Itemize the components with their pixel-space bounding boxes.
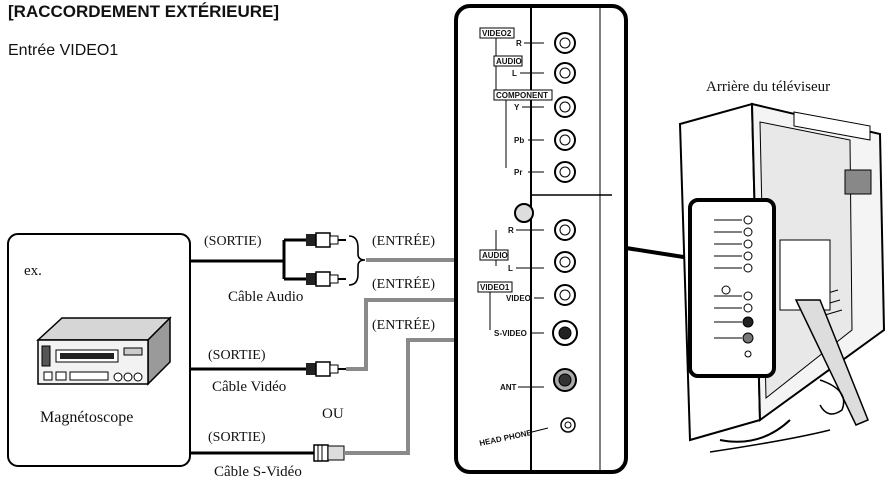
entree-label-svideo: (ENTRÉE) bbox=[372, 316, 435, 333]
example-label: ex. bbox=[24, 263, 42, 279]
entree-label-video: (ENTRÉE) bbox=[372, 275, 435, 292]
sortie-label-svideo: (SORTIE) bbox=[208, 430, 266, 445]
video-cable-label: Câble Vidéo bbox=[212, 379, 286, 395]
panel-l-label-2: L bbox=[508, 264, 513, 273]
vcr-icon bbox=[36, 316, 172, 386]
panel-pb-label: Pb bbox=[514, 136, 524, 145]
device-name: Magnétoscope bbox=[40, 409, 133, 426]
video-plug bbox=[306, 361, 346, 377]
svideo-cable-label: Câble S-Vidéo bbox=[214, 464, 302, 477]
tv-back-label: Arrière du téléviseur bbox=[706, 79, 830, 95]
panel-l-label-1: L bbox=[512, 69, 517, 78]
sortie-label-audio: (SORTIE) bbox=[204, 234, 262, 249]
panel-jacks bbox=[514, 32, 578, 433]
panel-video1-label: VIDEO1 bbox=[480, 283, 510, 292]
audio-plug-r bbox=[306, 232, 346, 248]
panel-audio-label-1: AUDIO bbox=[496, 57, 522, 66]
signal-arrows bbox=[344, 256, 464, 455]
panel-svideo-label: S-VIDEO bbox=[494, 329, 527, 338]
sortie-label-video: (SORTIE) bbox=[208, 348, 266, 363]
page-subtitle: Entrée VIDEO1 bbox=[8, 42, 119, 59]
panel-audio-label-2: AUDIO bbox=[482, 251, 508, 260]
vcr-device: ex. Magnétoscope bbox=[7, 233, 191, 467]
zoom-connector-line bbox=[625, 246, 691, 260]
panel-r-label-2: R bbox=[508, 226, 514, 235]
panel-video2-label: VIDEO2 bbox=[482, 29, 512, 38]
panel-r-label-1: R bbox=[516, 39, 522, 48]
connector-panel: VIDEO2 R AUDIO L COMPONENT Y Pb Pr R bbox=[454, 4, 628, 474]
audio-brace bbox=[348, 235, 366, 286]
audio-cable-lines bbox=[190, 238, 306, 281]
panel-component-label: COMPONENT bbox=[496, 91, 548, 100]
or-label: OU bbox=[322, 406, 344, 422]
audio-plug-l bbox=[306, 271, 346, 287]
panel-frame bbox=[454, 4, 628, 474]
panel-ant-label: ANT bbox=[500, 383, 517, 392]
audio-cable-label: Câble Audio bbox=[228, 289, 303, 305]
panel-y-label: Y bbox=[514, 103, 520, 112]
page-title: [RACCORDEMENT EXTÉRIEURE] bbox=[8, 2, 280, 21]
entree-label-audio: (ENTRÉE) bbox=[372, 232, 435, 249]
panel-video-label: VIDEO bbox=[506, 294, 531, 303]
panel-pr-label: Pr bbox=[514, 168, 522, 177]
tv-back-illustration bbox=[678, 102, 886, 453]
svideo-plug bbox=[313, 444, 345, 462]
